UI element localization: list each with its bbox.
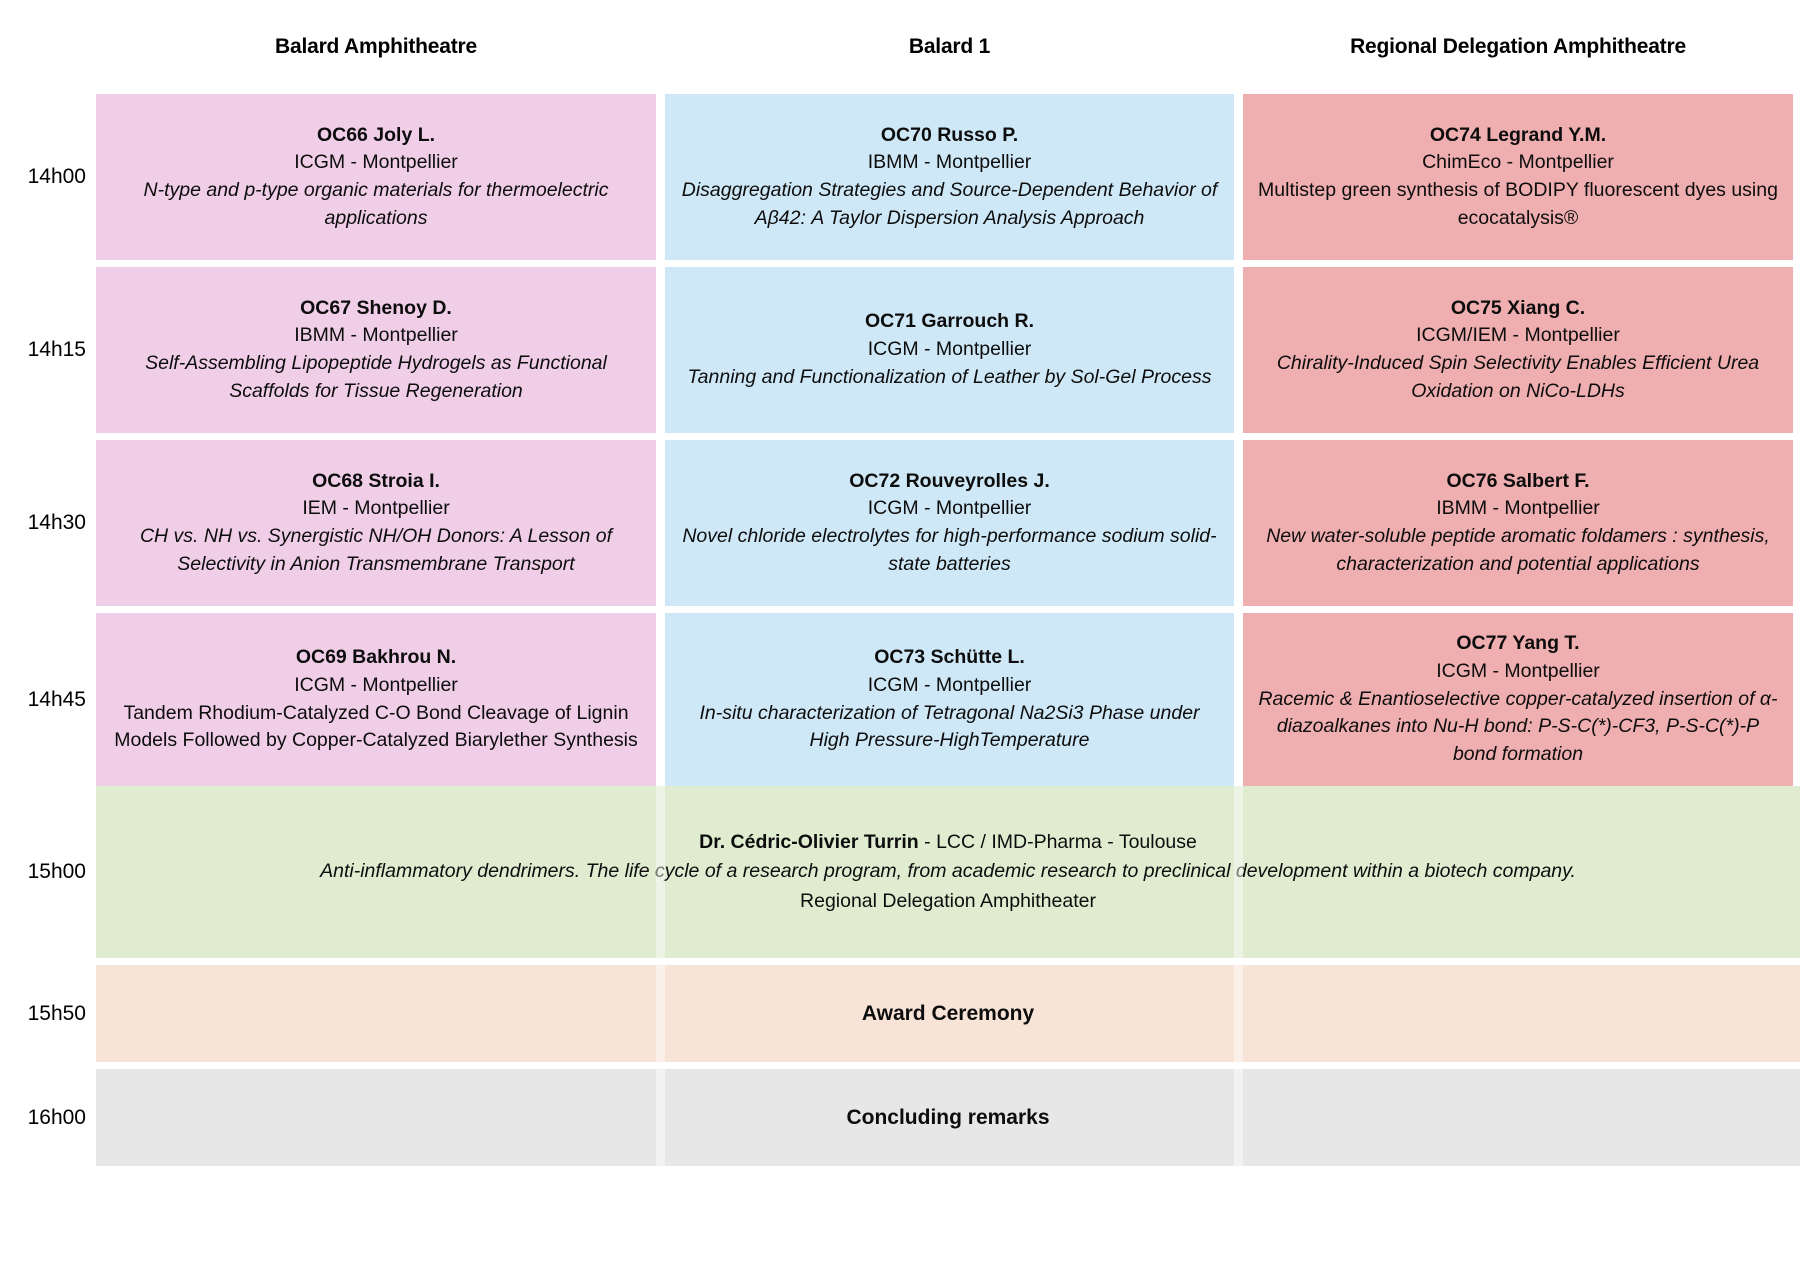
- talk-affiliation: ICGM - Montpellier: [867, 673, 1032, 696]
- talk-affiliation: ICGM/IEM - Montpellier: [1416, 324, 1620, 347]
- talk-code: OC74 Legrand Y.M.: [1429, 123, 1607, 146]
- talk-title: In-situ characterization of Tetragonal N…: [699, 701, 1200, 752]
- plenary-speaker-line: Dr. Cédric-Olivier Turrin - LCC / IMD-Ph…: [699, 828, 1197, 857]
- talk-title: CH vs. NH vs. Synergistic NH/OH Donors: …: [139, 525, 613, 575]
- talk-code: OC75 Xiang C.: [1450, 296, 1586, 319]
- talk-code: OC66 Joly L.: [316, 123, 436, 146]
- talk-affiliation: IBMM - Montpellier: [294, 324, 458, 347]
- column-gap: [656, 267, 665, 433]
- talk-code: OC68 Stroia I.: [312, 469, 440, 492]
- session-cell-oc76[interactable]: OC76 Salbert F. IBMM - Montpellier New w…: [1243, 440, 1793, 606]
- session-cell-oc74[interactable]: OC74 Legrand Y.M. ChimEco - Montpellier …: [1243, 94, 1793, 260]
- session-cell-oc66[interactable]: OC66 Joly L. ICGM - Montpellier N-type a…: [96, 94, 656, 260]
- time-label-15h00: 15h00: [27, 860, 86, 883]
- talk-code: OC73 Schütte L.: [874, 646, 1025, 669]
- talk-title: Disaggregation Strategies and Source-Dep…: [681, 179, 1218, 229]
- session-cell-oc68[interactable]: OC68 Stroia I. IEM - Montpellier CH vs. …: [96, 440, 656, 606]
- talk-title: Tanning and Functionalization of Leather…: [687, 365, 1212, 388]
- talk-affiliation: ICGM - Montpellier: [867, 497, 1032, 520]
- plenary-speaker-name: Dr. Cédric-Olivier Turrin: [699, 831, 919, 854]
- session-grid: 14h00 OC66 Joly L. ICGM - Montpellier N-…: [0, 94, 1800, 1166]
- talk-title: N-type and p-type organic materials for …: [143, 179, 609, 229]
- session-cell-oc70[interactable]: OC70 Russo P. IBMM - Montpellier Disaggr…: [665, 94, 1234, 260]
- talk-code: OC72 Rouveyrolles J.: [849, 469, 1050, 492]
- schedule-row: 14h30 OC68 Stroia I. IEM - Montpellier C…: [0, 440, 1800, 606]
- talk-affiliation: ChimEco - Montpellier: [1422, 151, 1614, 174]
- schedule-row: 14h45 OC69 Bakhrou N. ICGM - Montpellier…: [0, 613, 1800, 786]
- talk-affiliation: IBMM - Montpellier: [1436, 497, 1600, 520]
- plenary-room: Regional Delegation Amphitheater: [800, 889, 1096, 912]
- column-header-regional-delegation-amphitheatre: Regional Delegation Amphitheatre: [1350, 35, 1686, 58]
- column-gap: [656, 94, 665, 260]
- talk-code: OC71 Garrouch R.: [864, 310, 1035, 333]
- talk-title: Self-Assembling Lipopeptide Hydrogels as…: [145, 352, 607, 402]
- talk-affiliation: ICGM - Montpellier: [867, 338, 1032, 361]
- session-cell-oc71[interactable]: OC71 Garrouch R. ICGM - Montpellier Tann…: [665, 267, 1234, 433]
- talk-code: OC77 Yang T.: [1456, 632, 1580, 655]
- talk-title: New water-soluble peptide aromatic folda…: [1266, 525, 1770, 575]
- session-cell-oc67[interactable]: OC67 Shenoy D. IBMM - Montpellier Self-A…: [96, 267, 656, 433]
- column-header-balard-1: Balard 1: [908, 35, 991, 58]
- talk-affiliation: ICGM - Montpellier: [1436, 659, 1600, 682]
- column-gap: [1234, 94, 1243, 260]
- talk-title: Tandem Rhodium-Catalyzed C-O Bond Cleava…: [114, 701, 638, 752]
- talk-code: OC70 Russo P.: [880, 123, 1019, 146]
- session-cell-oc73[interactable]: OC73 Schütte L. ICGM - Montpellier In-si…: [665, 613, 1234, 786]
- time-label-14h00: 14h00: [27, 165, 86, 188]
- session-cell-oc72[interactable]: OC72 Rouveyrolles J. ICGM - Montpellier …: [665, 440, 1234, 606]
- column-header-row: Balard Amphitheatre Balard 1 Regional De…: [0, 0, 1800, 94]
- time-label-15h50: 15h50: [27, 1001, 86, 1025]
- schedule-row-plenary: 15h00 Dr. Cédric-Olivier Turrin - LCC / …: [0, 786, 1800, 958]
- schedule-row-concluding: 16h00 Concluding remarks: [0, 1069, 1800, 1166]
- concluding-wrapper: Concluding remarks: [96, 1069, 1800, 1166]
- talk-title: Chirality-Induced Spin Selectivity Enabl…: [1276, 352, 1760, 402]
- schedule-row: 14h15 OC67 Shenoy D. IBMM - Montpellier …: [0, 267, 1800, 433]
- column-gap: [1234, 440, 1243, 606]
- award-wrapper: Award Ceremony: [96, 965, 1800, 1062]
- plenary-speaker-affiliation: - LCC / IMD-Pharma - Toulouse: [918, 831, 1197, 854]
- concluding-remarks-cell[interactable]: Concluding remarks: [96, 1069, 1800, 1166]
- talk-code: OC76 Salbert F.: [1446, 469, 1590, 492]
- time-label-14h30: 14h30: [27, 511, 86, 534]
- talk-affiliation: ICGM - Montpellier: [294, 151, 458, 174]
- plenary-title: Anti-inflammatory dendrimers. The life c…: [320, 860, 1576, 883]
- session-cell-oc77[interactable]: OC77 Yang T. ICGM - Montpellier Racemic …: [1243, 613, 1793, 786]
- time-label-14h15: 14h15: [27, 338, 86, 361]
- time-label-14h45: 14h45: [27, 687, 86, 711]
- talk-title: Racemic & Enantioselective copper-cataly…: [1258, 687, 1778, 766]
- award-ceremony-label: Award Ceremony: [861, 1001, 1035, 1025]
- schedule-row-award: 15h50 Award Ceremony: [0, 965, 1800, 1062]
- column-gap: [1234, 613, 1243, 786]
- column-gap: [656, 440, 665, 606]
- talk-title: Novel chloride electrolytes for high-per…: [682, 525, 1217, 575]
- column-header-balard-amphitheatre: Balard Amphitheatre: [275, 35, 477, 58]
- column-gap: [1234, 267, 1243, 433]
- talk-title: Multistep green synthesis of BODIPY fluo…: [1258, 179, 1778, 229]
- award-ceremony-cell[interactable]: Award Ceremony: [96, 965, 1800, 1062]
- column-gap: [656, 613, 665, 786]
- schedule-row: 14h00 OC66 Joly L. ICGM - Montpellier N-…: [0, 94, 1800, 260]
- session-cell-oc75[interactable]: OC75 Xiang C. ICGM/IEM - Montpellier Chi…: [1243, 267, 1793, 433]
- session-cell-oc69[interactable]: OC69 Bakhrou N. ICGM - Montpellier Tande…: [96, 613, 656, 786]
- talk-affiliation: IEM - Montpellier: [302, 497, 450, 520]
- talk-affiliation: IBMM - Montpellier: [867, 151, 1032, 174]
- concluding-remarks-label: Concluding remarks: [846, 1105, 1050, 1129]
- talk-code: OC67 Shenoy D.: [300, 296, 452, 319]
- talk-affiliation: ICGM - Montpellier: [294, 673, 458, 696]
- plenary-wrapper: Dr. Cédric-Olivier Turrin - LCC / IMD-Ph…: [96, 786, 1800, 958]
- time-label-16h00: 16h00: [27, 1105, 86, 1129]
- talk-code: OC69 Bakhrou N.: [295, 646, 457, 669]
- plenary-cell[interactable]: Dr. Cédric-Olivier Turrin - LCC / IMD-Ph…: [96, 786, 1800, 958]
